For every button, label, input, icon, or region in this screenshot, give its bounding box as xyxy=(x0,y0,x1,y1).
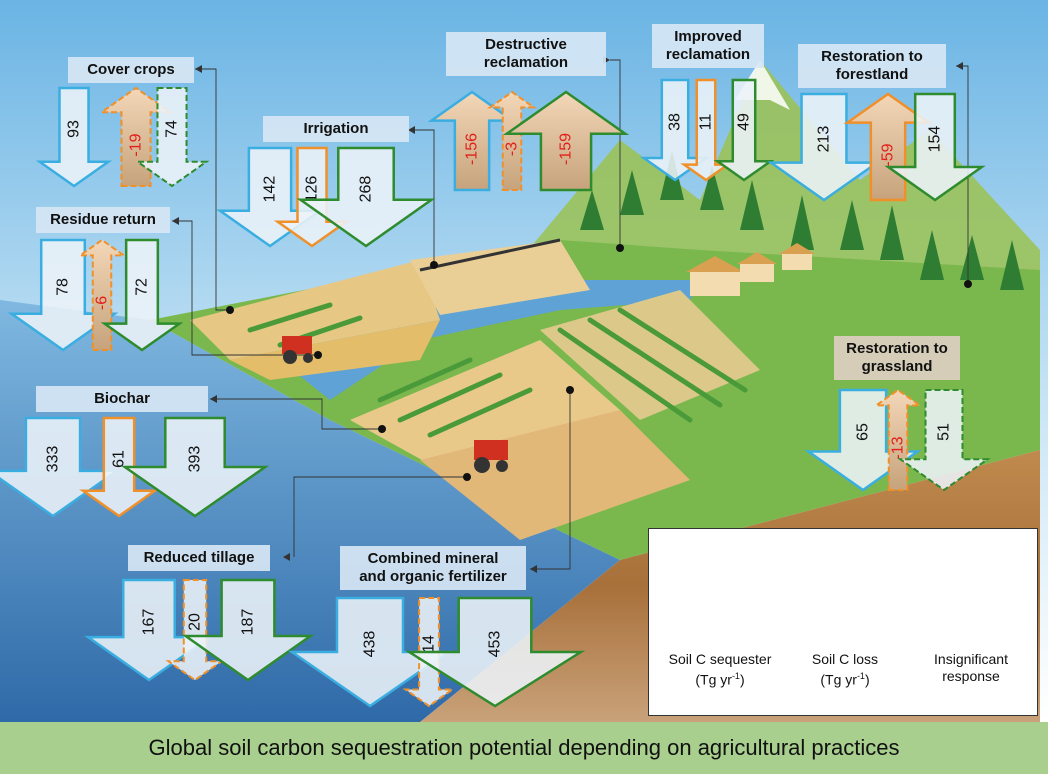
arrow-cover-crops-stc-value: 74 xyxy=(164,120,181,138)
arrow-destructive-reclamation-soc-value: -156 xyxy=(464,133,481,165)
label-combined-fertilizer: Combined mineral and organic fertilizer xyxy=(340,546,526,590)
arrow-biochar-soc-value: 333 xyxy=(45,446,62,473)
arrow-reduced-tillage-soc-value: 167 xyxy=(141,609,158,636)
arrow-residue-return-stc xyxy=(100,238,184,352)
houses xyxy=(686,243,815,296)
arrow-irrigation-sic-value: 126 xyxy=(304,176,321,203)
arrow-cover-crops-sic-value: -19 xyxy=(128,133,145,156)
arrow-improved-reclamation-soc-value: 38 xyxy=(667,113,684,131)
arrow-restoration-grassland-sic-value: -13 xyxy=(890,436,907,459)
arrow-restoration-grassland-stc-value: 51 xyxy=(936,423,953,441)
leader-dots xyxy=(226,244,972,481)
field-irrigation xyxy=(410,240,590,315)
legend-insignificant-caption: Insignificant response xyxy=(934,651,1008,684)
arrow-combined-fertilizer-soc xyxy=(287,596,453,708)
label-restoration-grassland: Restoration to grassland xyxy=(834,336,960,380)
label-improved-reclamation: Improved reclamation xyxy=(652,24,764,68)
arrow-combined-fertilizer-stc xyxy=(404,596,586,708)
arrow-destructive-reclamation-stc-value: -159 xyxy=(558,133,575,165)
arrow-reduced-tillage-sic xyxy=(165,579,225,682)
forest xyxy=(580,150,1024,290)
label-biochar: Biochar xyxy=(36,386,208,412)
arrow-residue-return-soc-value: 78 xyxy=(55,278,72,296)
label-cover-crops: Cover crops xyxy=(68,57,194,83)
landscape-scene: 93 -19 74 142 126 268 -156 -3 -159 38 11 49 213 -59 15… xyxy=(0,0,1048,722)
label-destructive-reclamation: Destructive reclamation xyxy=(446,32,606,76)
leader-arrowheads xyxy=(172,56,963,573)
arrow-restoration-grassland-stc xyxy=(897,389,991,492)
arrow-cover-crops-sic xyxy=(98,86,174,187)
arrow-biochar-stc-value: 393 xyxy=(187,446,204,473)
legend-sequester-caption: Soil C sequester (Tg yr-1) xyxy=(668,651,772,688)
arrow-irrigation-soc-value: 142 xyxy=(262,176,279,203)
label-residue-return: Residue return xyxy=(36,207,170,233)
arrow-restoration-forestland-stc-value: 154 xyxy=(927,126,944,153)
arrow-reduced-tillage-stc-value: 187 xyxy=(240,609,257,636)
arrow-combined-fertilizer-sic-value: 14 xyxy=(421,635,438,653)
arrow-restoration-grassland-soc-value: 65 xyxy=(855,423,872,441)
arrow-cover-crops-stc xyxy=(134,87,210,188)
arrow-restoration-forestland-soc-value: 213 xyxy=(816,126,833,153)
arrow-restoration-forestland-sic-value: -59 xyxy=(880,143,897,166)
field-residue xyxy=(230,320,440,380)
irrigation-pivot xyxy=(419,238,561,272)
arrow-restoration-forestland-soc xyxy=(767,92,881,202)
arrow-biochar-sic xyxy=(79,416,159,518)
arrow-residue-return-stc-value: 72 xyxy=(134,278,151,296)
legend: Soil C sequester (Tg yr-1) Soil C loss (… xyxy=(648,528,1038,716)
arrow-biochar-sic-value: 61 xyxy=(111,450,128,468)
arrow-irrigation-stc xyxy=(296,146,436,248)
arrow-cover-crops-soc-value: 93 xyxy=(66,120,83,138)
arrow-combined-fertilizer-stc-value: 453 xyxy=(487,631,504,658)
arrow-cover-crops-soc xyxy=(35,86,113,188)
tractor-bottom xyxy=(474,440,508,473)
arrow-irrigation-stc-value: 268 xyxy=(358,176,375,203)
arrow-improved-reclamation-sic xyxy=(680,78,732,182)
arrow-reduced-tillage-soc xyxy=(84,578,214,682)
label-irrigation: Irrigation xyxy=(263,116,409,142)
arrow-destructive-reclamation-stc xyxy=(502,90,630,192)
arrow-improved-reclamation-stc-value: 49 xyxy=(736,113,753,131)
label-restoration-forestland: Restoration to forestland xyxy=(798,44,946,88)
arrow-residue-return-sic-value: -6 xyxy=(94,296,111,310)
tractor-top xyxy=(282,336,313,364)
arrow-improved-reclamation-stc xyxy=(713,78,775,182)
arrow-restoration-forestland-sic xyxy=(843,92,933,202)
arrow-destructive-reclamation-sic-value: -3 xyxy=(504,142,521,156)
field-tillage xyxy=(420,410,690,540)
arrow-reduced-tillage-sic-value: 20 xyxy=(187,613,204,631)
practice-arrows: 93 -19 74 142 126 268 -156 -3 -159 38 11 49 213 -59 15… xyxy=(0,78,991,708)
footer-caption: Global soil carbon sequestration potenti… xyxy=(0,722,1048,774)
arrow-biochar-stc xyxy=(120,416,270,518)
arrow-combined-fertilizer-soc-value: 438 xyxy=(362,631,379,658)
arrow-restoration-grassland-sic xyxy=(873,388,923,491)
arrow-irrigation-sic xyxy=(273,146,351,248)
arrow-destructive-reclamation-sic xyxy=(487,90,537,191)
label-reduced-tillage: Reduced tillage xyxy=(128,545,270,571)
arrow-restoration-forestland-stc xyxy=(884,92,986,202)
arrow-reduced-tillage-stc xyxy=(181,578,315,682)
field-biochar xyxy=(350,340,620,470)
arrow-improved-reclamation-sic-value: 11 xyxy=(698,114,715,131)
arrow-residue-return-sic xyxy=(77,238,127,351)
legend-loss-caption: Soil C loss (Tg yr-1) xyxy=(811,651,879,688)
